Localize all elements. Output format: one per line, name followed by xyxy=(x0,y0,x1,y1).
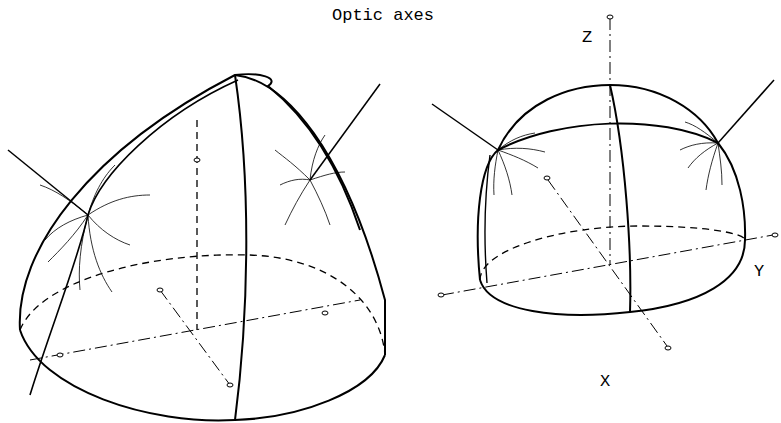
left-optic-axis-lines xyxy=(8,84,380,215)
right-hidden-lines xyxy=(480,226,745,280)
left-axes xyxy=(30,290,360,385)
axis-label: X xyxy=(598,372,612,391)
left-surface xyxy=(20,74,385,420)
right-surface xyxy=(478,85,745,315)
left-axis-ticks xyxy=(57,158,328,387)
axis-label: Y xyxy=(752,262,766,281)
left-hidden-lines xyxy=(20,120,385,355)
right-axes xyxy=(442,18,773,346)
axis-label: Z xyxy=(580,28,594,47)
right-optic-axis-lines xyxy=(432,80,774,150)
right-optic-point-curves xyxy=(494,122,722,195)
right-axis-ticks xyxy=(438,15,778,350)
optic-axes-label: Optic axes xyxy=(330,6,436,25)
